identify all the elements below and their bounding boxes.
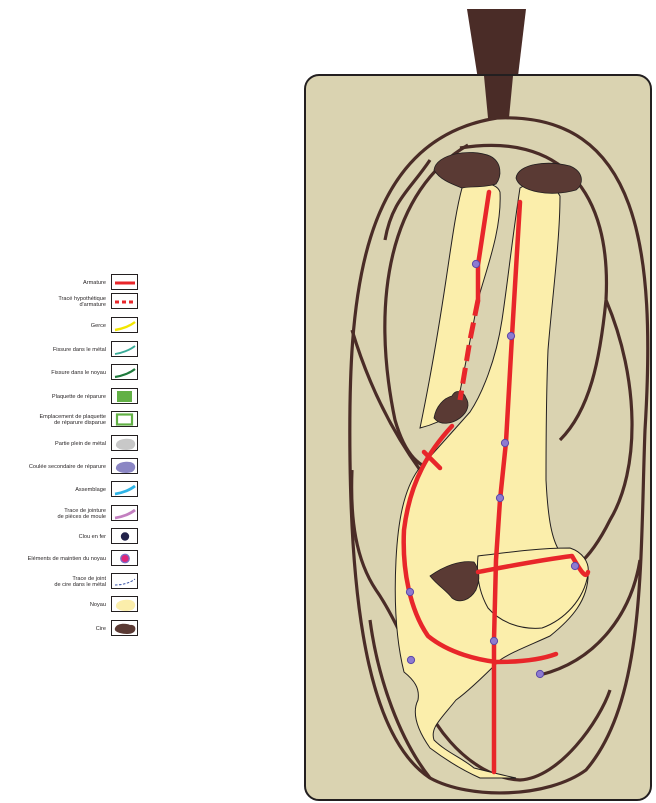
- core-support-point: [507, 332, 514, 339]
- sprue-inner: [484, 76, 513, 118]
- core-support-point: [501, 439, 508, 446]
- core-support-point: [536, 670, 543, 677]
- core-support-point: [496, 494, 503, 501]
- core-support-point: [472, 260, 479, 267]
- core-support-point: [571, 562, 578, 569]
- core-support-point: [406, 588, 413, 595]
- core-support-point: [407, 656, 414, 663]
- core-support-point: [490, 637, 497, 644]
